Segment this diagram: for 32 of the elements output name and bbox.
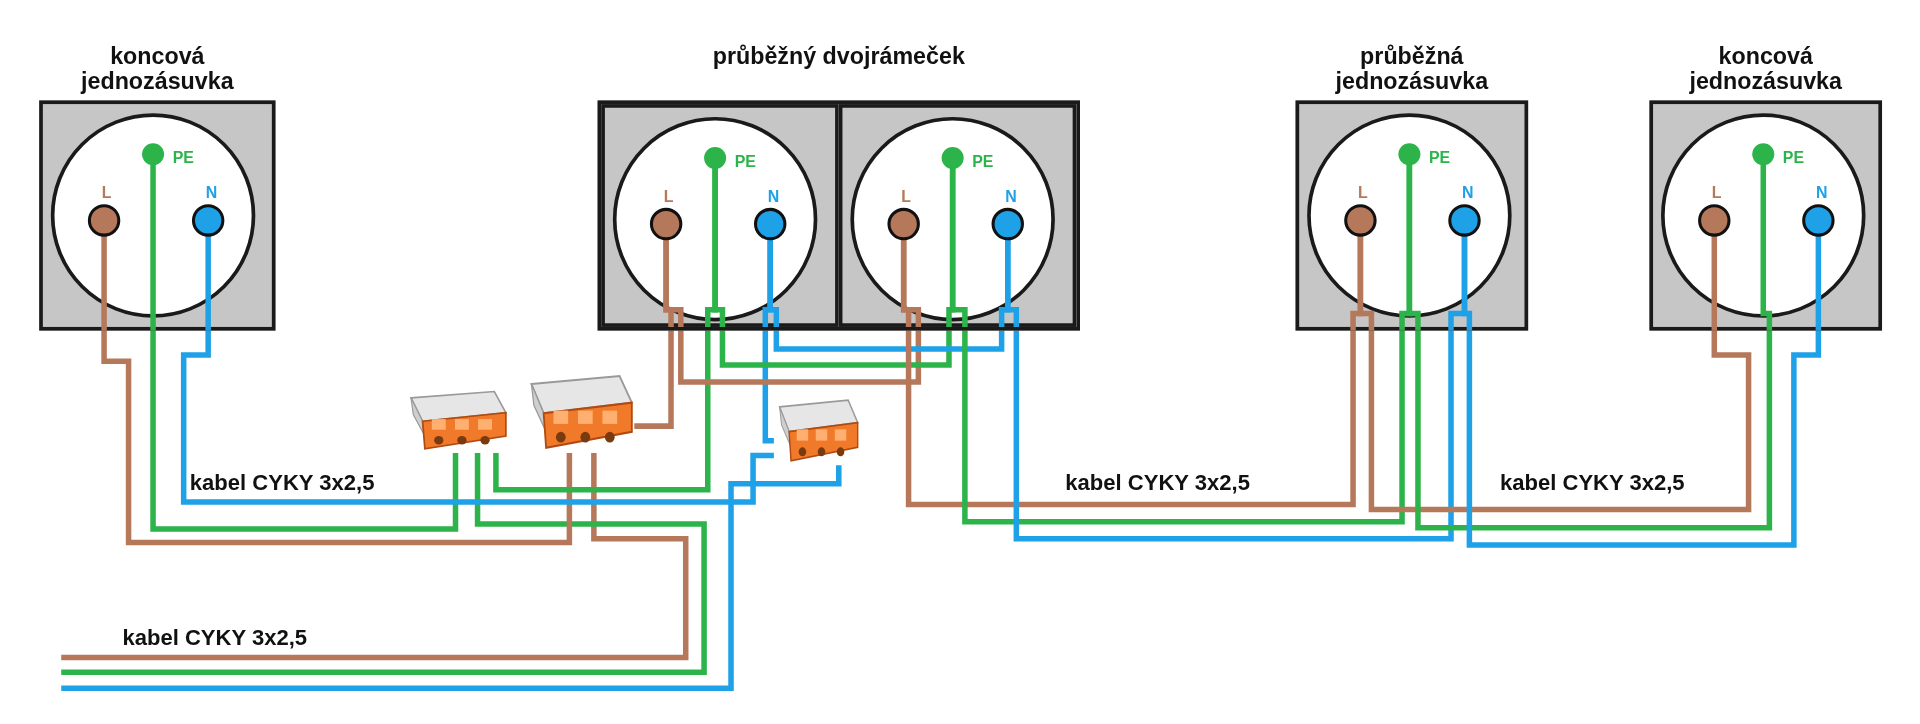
terminal-label: L [1357, 184, 1368, 203]
terminal-label: L [101, 184, 112, 203]
cable-label: kabel CYKY 3x2,5 [1065, 470, 1250, 495]
terminal-label: L [663, 188, 674, 206]
terminal-label: N [205, 184, 218, 203]
terminal-label: PE [1429, 149, 1451, 167]
terminal-label: N [1815, 184, 1828, 203]
socket-heading: koncová jednozásuvka [1688, 42, 1843, 95]
socket-heading: průběžná jednozásuvka [1334, 42, 1490, 95]
socket-plate [601, 104, 839, 327]
wire [1415, 330, 1773, 531]
terminal-label: L [1711, 184, 1722, 203]
wire [180, 330, 774, 505]
cable-label: kabel CYKY 3x2,5 [189, 470, 375, 495]
cable-label: kabel CYKY 3x2,5 [122, 625, 308, 651]
wire [150, 330, 459, 532]
socket-heading: koncová jednozásuvka [79, 42, 235, 95]
terminal-label: PE [1782, 149, 1805, 167]
terminal-label: PE [972, 153, 994, 171]
wire [1368, 330, 1752, 513]
terminal-label: PE [172, 149, 194, 167]
cable-label: kabel CYKY 3x2,5 [1500, 470, 1685, 495]
socket-plate [838, 104, 1077, 327]
wire [101, 330, 573, 546]
wire [61, 465, 842, 691]
terminal-label: L [901, 188, 911, 206]
terminal-label: N [767, 188, 780, 206]
wire [1466, 330, 1822, 548]
socket-heading: průběžný dvojrámeček [711, 42, 966, 69]
terminal-label: PE [734, 153, 756, 171]
terminal-label: N [1005, 188, 1017, 206]
terminal-label: N [1462, 184, 1474, 203]
